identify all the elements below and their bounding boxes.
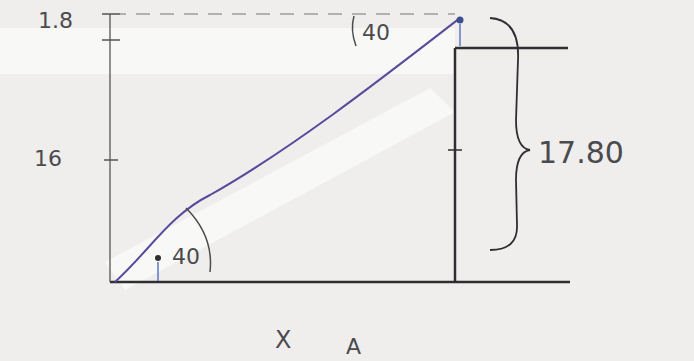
measure-line xyxy=(109,14,110,282)
building-wall xyxy=(454,48,457,282)
dashed-line xyxy=(112,13,455,14)
person-dot xyxy=(155,255,161,261)
angle-arc xyxy=(352,16,356,46)
tick-mark xyxy=(448,149,462,151)
ground-line xyxy=(110,281,570,284)
person-dot xyxy=(457,17,464,24)
tape-strip xyxy=(105,88,455,290)
dimension-label: 16 xyxy=(34,148,62,170)
variable-label: X xyxy=(275,328,291,352)
building-roof xyxy=(455,47,568,50)
dimension-label: 1.8 xyxy=(38,10,73,32)
sight-line xyxy=(115,18,460,282)
point-label: A xyxy=(346,336,361,358)
person-figure xyxy=(459,24,461,46)
angle-label: 40 xyxy=(362,22,390,44)
tick-mark xyxy=(102,39,120,41)
person-figure xyxy=(157,262,159,281)
tick-mark xyxy=(104,159,118,161)
dimension-label: 17.80 xyxy=(538,138,624,168)
angle-label: 40 xyxy=(172,246,200,268)
brace xyxy=(490,18,530,250)
